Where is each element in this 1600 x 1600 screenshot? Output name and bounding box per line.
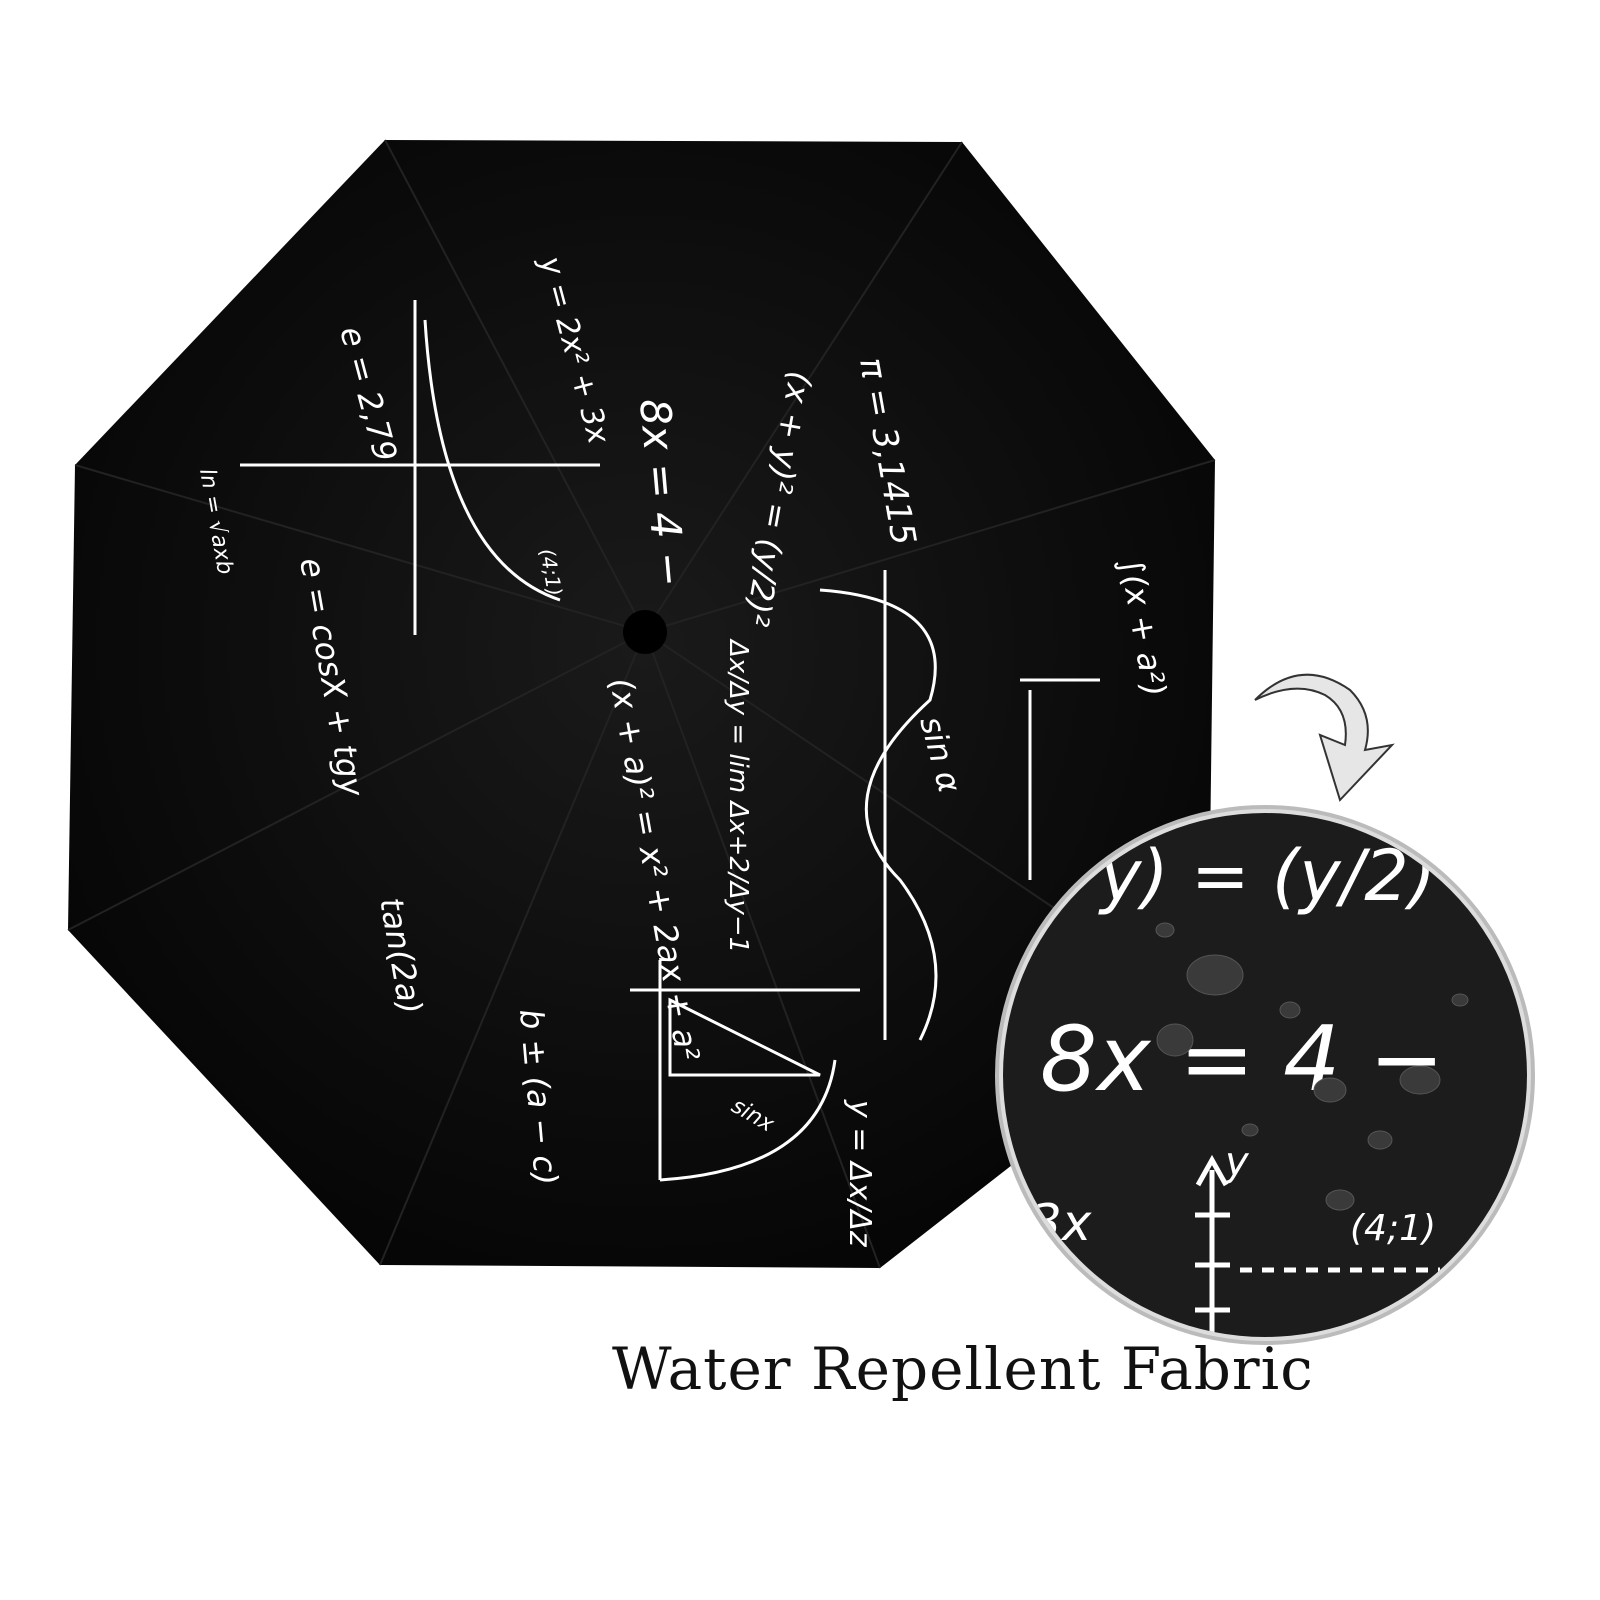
umbrella-top-cap [623, 610, 667, 654]
formula-text: Δx/Δy = lim Δx+2/Δy−1 [723, 638, 753, 953]
curved-arrow-down-icon [1254, 673, 1395, 802]
caption: Water Repellent Fabric [612, 1335, 1314, 1403]
inset-formula: y [1224, 1139, 1250, 1185]
graph-lines [240, 300, 1100, 1182]
inset-formula: y) = (y/2) [1098, 835, 1436, 917]
umbrella-canopy: π = 3,1415 e = 2,79 y = 2x² + 3x 8x = 4 … [67, 139, 1216, 1269]
inset-formula: 8x = 4 − [1040, 1007, 1444, 1112]
fabric-closeup-inset: y) = (y/2) 8x = 4 − 3x (4;1) y [995, 805, 1535, 1345]
water-droplets [1155, 922, 1469, 1211]
formula-text: y = Δx/Δz [842, 1099, 877, 1248]
inset-formula: (4;1) [1350, 1208, 1436, 1249]
